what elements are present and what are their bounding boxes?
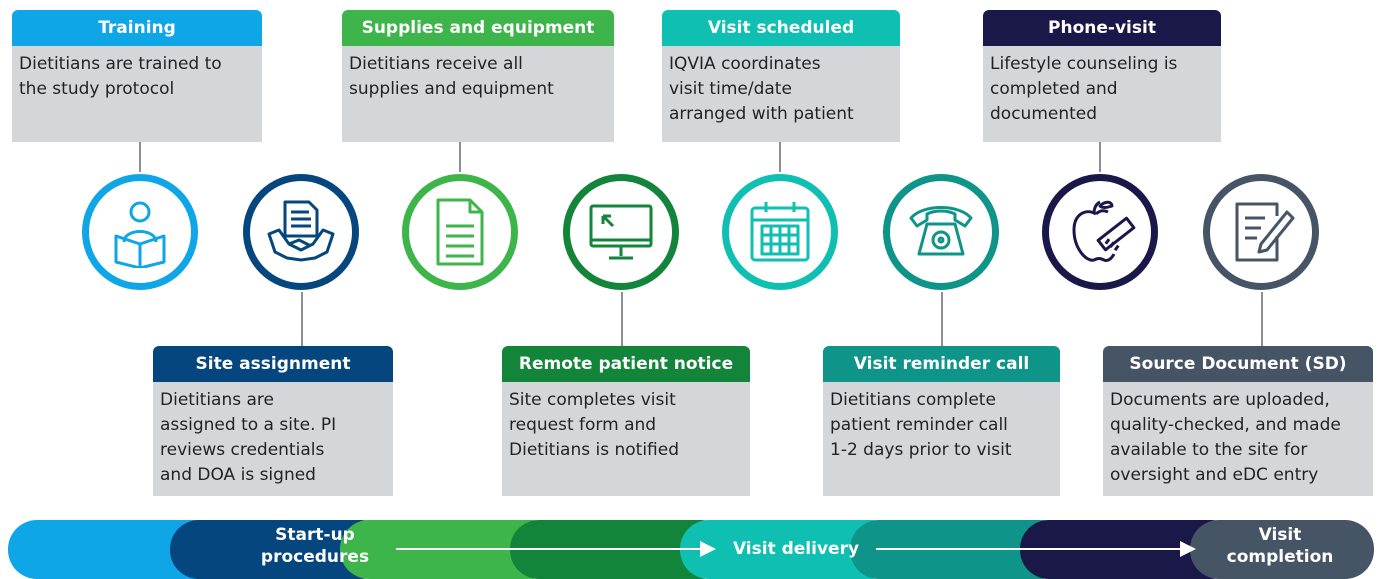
- step-title: Phone-visit: [983, 10, 1221, 46]
- connector-line: [1099, 142, 1101, 172]
- telephone-icon: [883, 174, 999, 290]
- connector-line: [621, 292, 623, 348]
- connector-line: [139, 142, 141, 172]
- timeline-arrow-head: [1180, 541, 1196, 557]
- connector-line: [301, 292, 303, 348]
- connector-line: [1261, 292, 1263, 348]
- step-visit-reminder-call: Visit reminder call Dietitians complete …: [823, 346, 1060, 496]
- step-title: Visit reminder call: [823, 346, 1060, 382]
- step-title: Visit scheduled: [662, 10, 900, 46]
- step-description: Documents are uploaded, quality-checked,…: [1103, 382, 1373, 496]
- step-title: Site assignment: [153, 346, 393, 382]
- document-icon: [402, 174, 518, 290]
- band-segment: [680, 520, 900, 579]
- step-visit-scheduled: Visit scheduled IQVIA coordinates visit …: [662, 10, 900, 142]
- step-remote-patient-notice: Remote patient notice Site completes vis…: [502, 346, 750, 496]
- step-description: Dietitians receive all supplies and equi…: [342, 46, 614, 142]
- step-training: Training Dietitians are trained to the s…: [12, 10, 262, 142]
- step-source-document: Source Document (SD) Documents are uploa…: [1103, 346, 1373, 496]
- apple-measuring-tape-icon: [1042, 174, 1158, 290]
- monitor-icon: [563, 174, 679, 290]
- step-title: Source Document (SD): [1103, 346, 1373, 382]
- band-segment: [1190, 520, 1374, 579]
- phase-label-start-up: Start-up procedures: [260, 525, 370, 567]
- step-title: Remote patient notice: [502, 346, 750, 382]
- step-description: Dietitians complete patient reminder cal…: [823, 382, 1060, 496]
- phase-label-visit-completion: Visit completion: [1226, 525, 1334, 567]
- step-phone-visit: Phone-visit Lifestyle counseling is comp…: [983, 10, 1221, 142]
- band-segment: [170, 520, 390, 579]
- step-description: Dietitians are assigned to a site. PI re…: [153, 382, 393, 496]
- step-description: Lifestyle counseling is completed and do…: [983, 46, 1221, 142]
- phase-label-visit-delivery: Visit delivery: [732, 539, 860, 559]
- timeline-arrow-head: [700, 541, 716, 557]
- calendar-icon: [722, 174, 838, 290]
- step-description: Dietitians are trained to the study prot…: [12, 46, 262, 142]
- phase-timeline-band: [8, 520, 1374, 579]
- step-description: IQVIA coordinates visit time/date arrang…: [662, 46, 900, 142]
- connector-line: [459, 142, 461, 172]
- handshake-document-icon: [243, 174, 359, 290]
- document-pencil-icon: [1203, 174, 1319, 290]
- step-site-assignment: Site assignment Dietitians are assigned …: [153, 346, 393, 496]
- person-reading-icon: [82, 174, 198, 290]
- step-title: Supplies and equipment: [342, 10, 614, 46]
- step-title: Training: [12, 10, 262, 46]
- step-description: Site completes visit request form and Di…: [502, 382, 750, 496]
- connector-line: [779, 142, 781, 172]
- step-supplies-and-equipment: Supplies and equipment Dietitians receiv…: [342, 10, 614, 142]
- band-segment: [8, 520, 228, 579]
- connector-line: [941, 292, 943, 348]
